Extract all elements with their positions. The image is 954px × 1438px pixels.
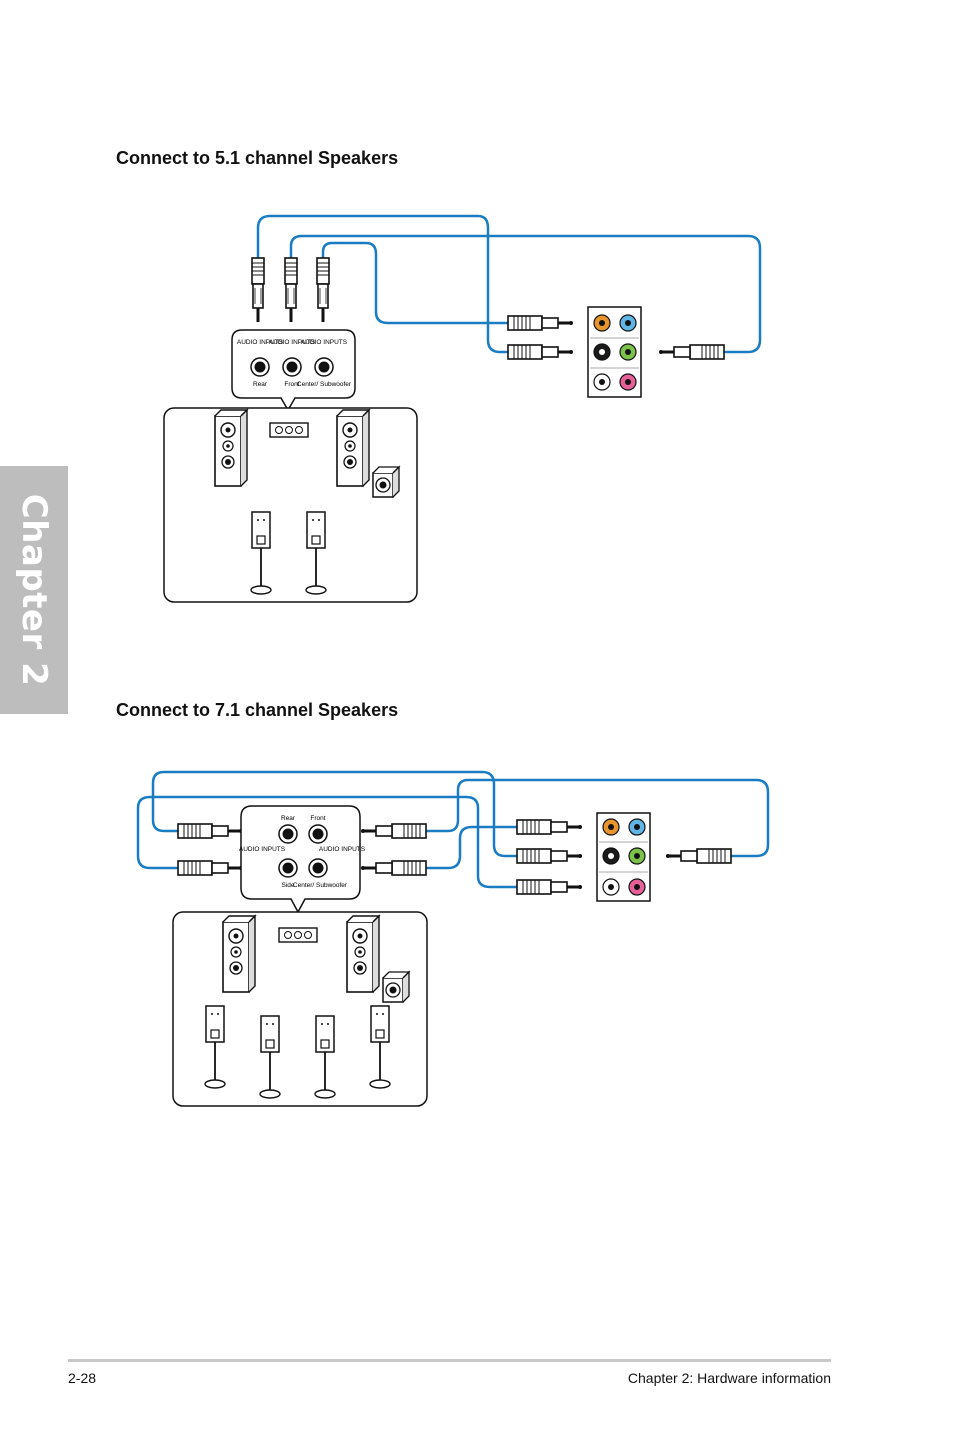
amp-connector-5-1	[269, 422, 309, 438]
subwoofer-icon	[372, 466, 400, 498]
plug-to-io-7-1-d	[664, 847, 733, 865]
diagram-5-1: AUDIO INPUTS AUDIO INPUTS AUDIO INPUTS R…	[163, 214, 762, 603]
cables-7-1	[136, 770, 770, 889]
page-number: 2-28	[68, 1370, 97, 1386]
jack-center-7-1	[308, 858, 328, 878]
plug-center-7-1	[359, 859, 428, 877]
audio-input-label-right: AUDIO INPUTS	[319, 846, 366, 853]
plug-rear-7-1	[176, 822, 245, 840]
plug-side-7-1	[176, 859, 245, 877]
jack-front-7-1	[308, 824, 328, 844]
jack-rear-7-1	[278, 824, 298, 844]
io-ports-5-1	[593, 314, 637, 391]
diagram-7-1: Rear Front AUDIO INPUTS AUDIO INPUTS Sid…	[136, 770, 770, 1107]
audio-input-label-left: AUDIO INPUTS	[239, 846, 286, 853]
jack-rear	[250, 357, 270, 377]
jack-side-7-1	[278, 858, 298, 878]
speaker-tower-right-7-1	[346, 915, 380, 993]
label-rear-5-1: Rear	[253, 381, 268, 388]
audio-input-label-1: AUDIO INPUTS	[237, 339, 284, 346]
label-center-subwoofer-7-1: Center/ Subwoofer	[293, 882, 348, 889]
speaker-tower-right	[336, 409, 370, 487]
heading-5-1-speakers: Connect to 5.1 channel Speakers	[116, 148, 399, 168]
audio-input-label-2: AUDIO INPUTS	[269, 339, 316, 346]
label-center-subwoofer-5-1: Center/ Subwoofer	[297, 381, 352, 388]
plug-to-io-3	[657, 343, 726, 361]
plug-to-io-2	[506, 343, 575, 361]
speaker-tower-left-7-1	[222, 915, 256, 993]
label-rear-7-1: Rear	[281, 815, 296, 822]
plug-to-io-7-1-c	[515, 878, 584, 896]
jack-front	[282, 357, 302, 377]
chapter-tab: Chapter 2	[0, 466, 68, 714]
plug-front-7-1	[359, 822, 428, 840]
plug-to-io-7-1-b	[515, 847, 584, 865]
subwoofer-icon-7-1	[382, 971, 410, 1003]
heading-7-1-speakers: Connect to 7.1 channel Speakers	[116, 700, 399, 720]
amp-connector-7-1	[278, 927, 318, 943]
footer-chapter-title: Chapter 2: Hardware information	[627, 1370, 831, 1386]
speaker-tower-left	[214, 409, 248, 487]
cables-5-1	[256, 214, 762, 354]
audio-inputs-panel-7-1	[240, 805, 361, 914]
io-ports-7-1	[602, 818, 646, 896]
plug-front-5-1	[283, 256, 299, 324]
footer-rule	[68, 1359, 831, 1362]
plug-to-io-7-1-a	[515, 818, 584, 836]
label-front-5-1: Front	[284, 381, 299, 388]
jack-center	[314, 357, 334, 377]
plug-rear-5-1	[250, 256, 266, 324]
audio-input-label-3: AUDIO INPUTS	[301, 339, 348, 346]
label-front-7-1: Front	[310, 815, 325, 822]
label-side-7-1: Side	[281, 882, 294, 889]
plug-to-io-1	[506, 314, 575, 332]
plug-center-5-1	[315, 256, 331, 324]
